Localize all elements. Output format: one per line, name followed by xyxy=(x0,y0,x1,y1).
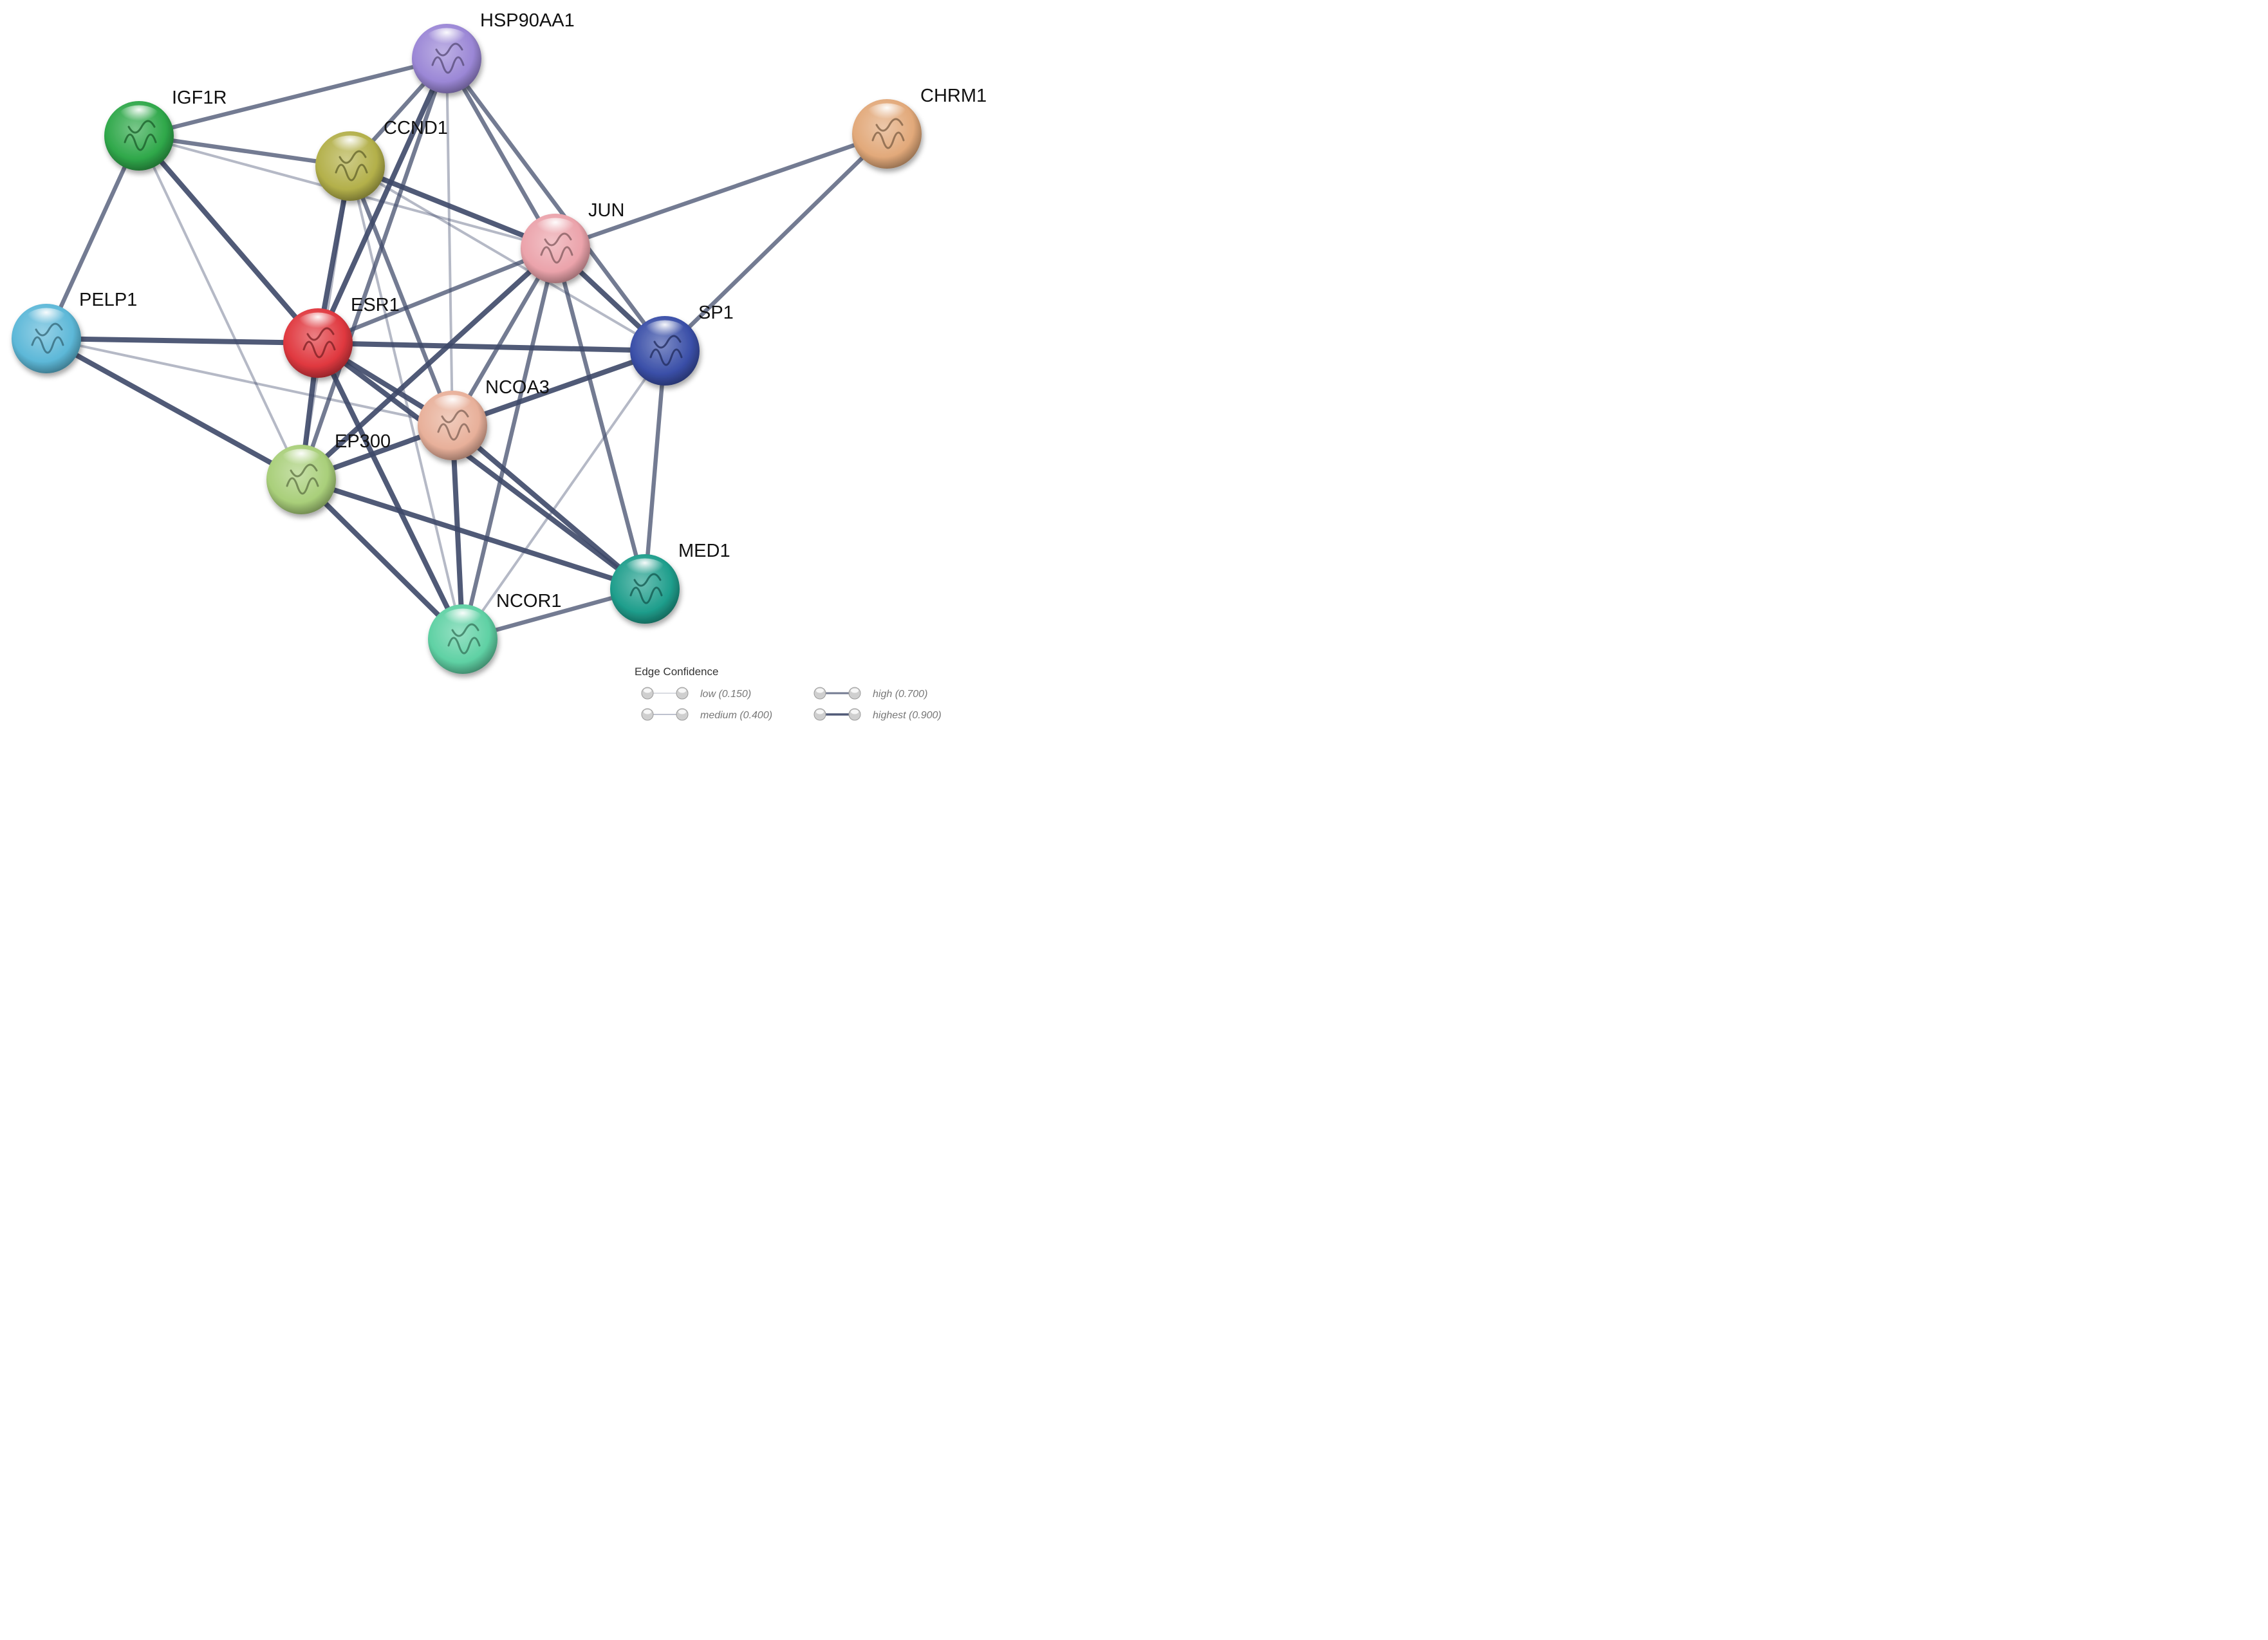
legend-node-highlight xyxy=(816,709,824,714)
node-esr1[interactable] xyxy=(283,308,353,378)
node-highlight xyxy=(441,608,485,634)
node-highlight xyxy=(328,135,372,161)
legend-node-highlight xyxy=(851,688,859,693)
legend-node-highlight xyxy=(678,709,686,714)
node-igf1r[interactable] xyxy=(104,101,174,171)
node-label-ccnd1: CCND1 xyxy=(384,118,448,138)
edge-pelp1-ncoa3 xyxy=(45,337,454,427)
edge-jun-esr1 xyxy=(315,246,558,346)
node-ep300[interactable] xyxy=(266,445,336,514)
node-hsp90aa1[interactable] xyxy=(412,24,481,93)
edge-ccnd1-sp1 xyxy=(349,165,666,352)
edge-ncoa3-med1 xyxy=(450,423,647,592)
edge-sp1-ncor1 xyxy=(461,349,666,640)
node-highlight xyxy=(623,558,667,584)
node-label-esr1: ESR1 xyxy=(351,295,400,315)
node-label-med1: MED1 xyxy=(678,541,730,561)
edge-sp1-med1 xyxy=(642,348,667,592)
edge-igf1r-ep300 xyxy=(138,135,302,481)
node-ncor1[interactable] xyxy=(428,604,497,674)
edge-hsp90aa1-igf1r xyxy=(136,56,449,138)
edge-esr1-sp1 xyxy=(315,340,667,353)
node-label-ncor1: NCOR1 xyxy=(496,591,562,611)
node-label-igf1r: IGF1R xyxy=(172,88,227,108)
legend-node-highlight xyxy=(644,709,651,714)
legend-node-highlight xyxy=(851,709,859,714)
node-highlight xyxy=(296,312,340,338)
node-label-ncoa3: NCOA3 xyxy=(485,377,550,398)
legend-node-highlight xyxy=(678,688,686,693)
legend-label: high (0.700) xyxy=(873,689,927,700)
legend-item: medium (0.400) xyxy=(641,708,772,721)
legend-node-highlight xyxy=(644,688,651,693)
node-label-ep300: EP300 xyxy=(335,431,391,452)
edge-ep300-med1 xyxy=(299,477,647,592)
node-highlight xyxy=(865,103,909,129)
legend-items: low (0.150) medium (0.400) high (0.700) hig… xyxy=(641,687,942,721)
edge-ccnd1-jun xyxy=(348,163,558,251)
edge-igf1r-ccnd1 xyxy=(136,133,353,169)
node-label-pelp1: PELP1 xyxy=(79,290,137,310)
edge-hsp90aa1-ncoa3 xyxy=(445,57,454,427)
edge-chrm1-sp1 xyxy=(662,131,889,353)
legend-label: medium (0.400) xyxy=(700,710,772,721)
legend-item: high (0.700) xyxy=(813,687,927,700)
node-highlight xyxy=(431,395,474,420)
edge-jun-ep300 xyxy=(299,246,558,482)
node-pelp1[interactable] xyxy=(12,304,81,373)
node-jun[interactable] xyxy=(521,214,590,283)
node-label-sp1: SP1 xyxy=(698,303,734,323)
legend-item: low (0.150) xyxy=(641,687,751,700)
edge-igf1r-esr1 xyxy=(136,133,321,346)
edge-pelp1-esr1 xyxy=(44,336,321,346)
edge-hsp90aa1-esr1 xyxy=(315,56,449,346)
node-highlight xyxy=(425,28,469,53)
edge-ccnd1-ncor1 xyxy=(349,165,464,640)
edge-esr1-ncor1 xyxy=(315,340,465,642)
edge-igf1r-pelp1 xyxy=(44,133,142,341)
node-ccnd1[interactable] xyxy=(315,131,385,201)
edge-hsp90aa1-jun xyxy=(444,56,558,251)
edge-confidence-legend: Edge Confidence low (0.150) medium (0.400… xyxy=(635,666,942,721)
node-label-hsp90aa1: HSP90AA1 xyxy=(480,10,575,31)
node-sp1[interactable] xyxy=(630,316,700,386)
node-label-chrm1: CHRM1 xyxy=(920,86,987,106)
node-chrm1[interactable] xyxy=(852,99,922,169)
node-label-jun: JUN xyxy=(588,200,624,221)
edge-esr1-med1 xyxy=(315,340,647,592)
node-highlight xyxy=(643,320,687,346)
node-highlight xyxy=(117,105,161,131)
edge-layer xyxy=(44,56,889,642)
node-med1[interactable] xyxy=(610,554,680,624)
edge-sp1-ncoa3 xyxy=(450,348,667,428)
edge-pelp1-ep300 xyxy=(44,336,304,482)
legend-node-highlight xyxy=(816,688,824,693)
legend-label: low (0.150) xyxy=(700,689,751,700)
edge-jun-ncor1 xyxy=(460,246,558,642)
legend-title: Edge Confidence xyxy=(635,666,718,678)
node-highlight xyxy=(24,308,68,333)
edge-ccnd1-ncoa3 xyxy=(348,163,455,428)
legend-label: highest (0.900) xyxy=(873,710,942,721)
edge-ncoa3-ncor1 xyxy=(450,423,465,642)
edge-jun-med1 xyxy=(553,246,647,592)
edge-ep300-ncor1 xyxy=(299,477,465,642)
edge-hsp90aa1-sp1 xyxy=(444,56,667,353)
node-highlight xyxy=(534,218,577,243)
node-highlight xyxy=(279,449,323,474)
legend-item: highest (0.900) xyxy=(813,708,942,721)
edge-chrm1-jun xyxy=(553,131,889,251)
node-layer xyxy=(12,24,922,674)
node-ncoa3[interactable] xyxy=(418,391,487,460)
edge-hsp90aa1-ep300 xyxy=(299,56,449,482)
